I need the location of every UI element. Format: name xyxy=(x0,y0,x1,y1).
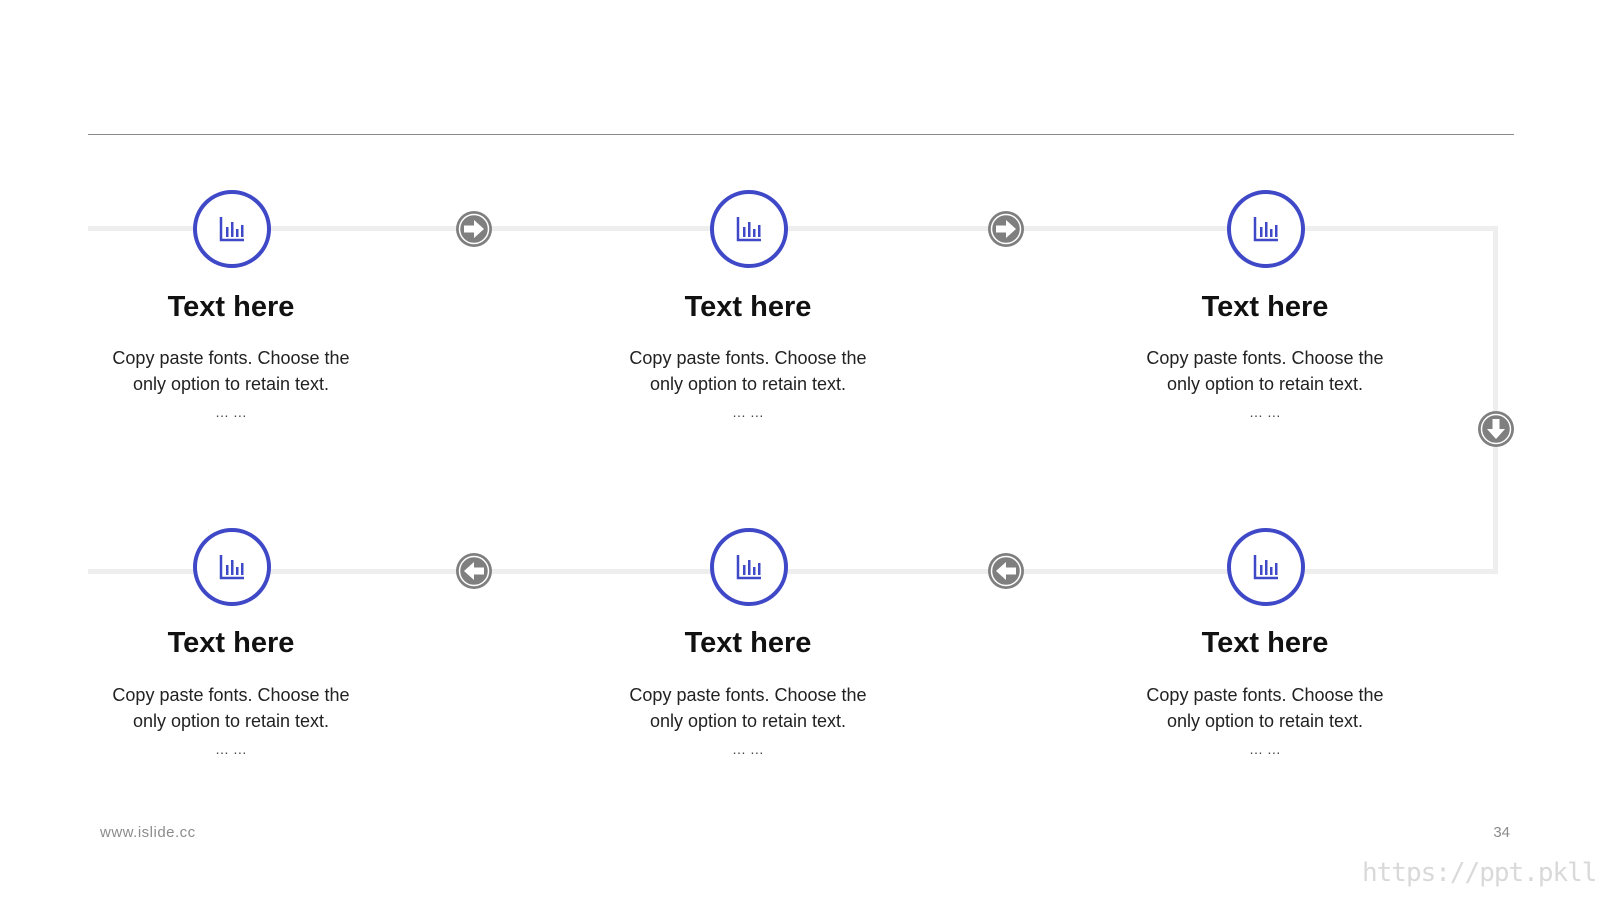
step-3-title: Text here xyxy=(1201,291,1329,323)
arrow-down-icon xyxy=(1478,411,1514,447)
step-4-bar-chart-icon xyxy=(193,528,271,606)
step-2-title: Text here xyxy=(684,291,812,323)
step-5-bar-chart-icon xyxy=(710,528,788,606)
flow-track-top xyxy=(88,226,1498,231)
step-5-desc-line-2: only option to retain text. xyxy=(649,711,847,731)
step-6-ellipsis: … … xyxy=(1249,741,1281,757)
step-1-title: Text here xyxy=(167,291,295,323)
arrow-left-icon xyxy=(988,553,1024,589)
arrow-right-icon xyxy=(988,211,1024,247)
page-number: 34 xyxy=(1493,824,1510,841)
step-3-bar-chart-icon xyxy=(1227,190,1305,268)
step-1-ellipsis: … … xyxy=(215,404,247,420)
flow-track-bottom xyxy=(88,569,1498,574)
step-4-desc-line-2: only option to retain text. xyxy=(132,711,330,731)
step-3-ellipsis: … … xyxy=(1249,404,1281,420)
arrow-right-icon xyxy=(456,211,492,247)
flow-track-right xyxy=(1493,226,1498,574)
step-5-title: Text here xyxy=(684,627,812,659)
step-6-desc-line-2: only option to retain text. xyxy=(1166,711,1364,731)
step-1-bar-chart-icon xyxy=(193,190,271,268)
step-4-ellipsis: … … xyxy=(215,741,247,757)
footer-website: www.islide.cc xyxy=(100,824,196,841)
step-3-desc-line-2: only option to retain text. xyxy=(1166,374,1364,394)
step-2-ellipsis: … … xyxy=(732,404,764,420)
step-4-title: Text here xyxy=(167,627,295,659)
step-2-desc-line-1: Copy paste fonts. Choose the xyxy=(629,348,867,368)
step-6-bar-chart-icon xyxy=(1227,528,1305,606)
watermark-text: https://ppt.pkll.de xyxy=(1362,858,1600,888)
step-5-desc-line-1: Copy paste fonts. Choose the xyxy=(629,685,867,705)
step-5-ellipsis: … … xyxy=(732,741,764,757)
step-3-desc-line-1: Copy paste fonts. Choose the xyxy=(1146,348,1384,368)
step-1-desc-line-1: Copy paste fonts. Choose the xyxy=(112,348,350,368)
step-2-bar-chart-icon xyxy=(710,190,788,268)
step-1-desc-line-2: only option to retain text. xyxy=(132,374,330,394)
arrow-left-icon xyxy=(456,553,492,589)
step-6-desc-line-1: Copy paste fonts. Choose the xyxy=(1146,685,1384,705)
step-4-desc-line-1: Copy paste fonts. Choose the xyxy=(112,685,350,705)
top-divider xyxy=(88,134,1514,135)
step-6-title: Text here xyxy=(1201,627,1329,659)
step-2-desc-line-2: only option to retain text. xyxy=(649,374,847,394)
